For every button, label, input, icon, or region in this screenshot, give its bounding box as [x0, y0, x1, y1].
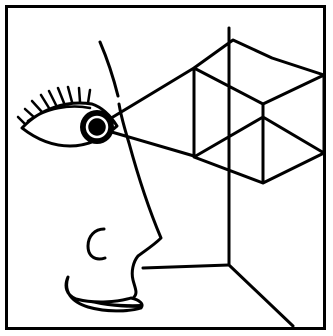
cube-inner-right	[263, 117, 324, 153]
floor-line-right	[229, 265, 293, 326]
eyelash	[32, 101, 42, 112]
room-corner-lines	[143, 28, 293, 326]
sight-cone	[98, 68, 194, 156]
eyelash	[88, 90, 90, 103]
eyelash	[41, 95, 49, 108]
eyelash	[68, 87, 72, 102]
eyelash	[79, 88, 80, 102]
cube-outline	[194, 40, 324, 183]
nose	[88, 229, 105, 259]
eye	[22, 103, 117, 146]
pupil	[90, 120, 104, 134]
ear-line	[100, 42, 118, 96]
eyelash	[49, 91, 56, 105]
mouth	[66, 277, 142, 311]
cube-top-right-edge	[263, 75, 324, 104]
border	[7, 7, 325, 329]
eyelash	[58, 88, 64, 103]
floor-line-left	[143, 265, 229, 268]
cube	[194, 40, 324, 183]
